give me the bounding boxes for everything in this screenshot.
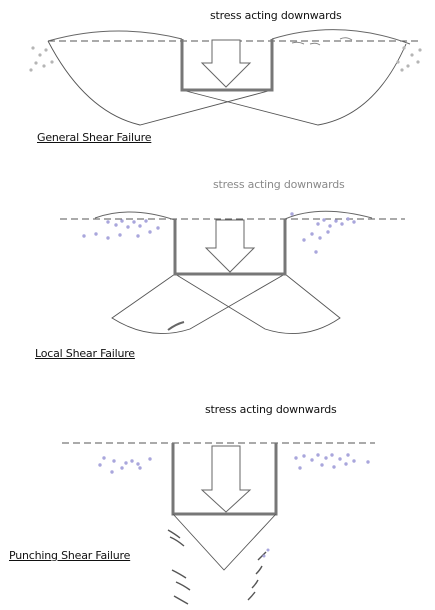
soil-particles-right-general	[396, 46, 422, 72]
soil-texture-right-general	[291, 37, 353, 46]
failure-surface-left-local	[111, 273, 286, 334]
footing-punching	[171, 443, 278, 516]
failure-surface-right-local	[174, 273, 341, 334]
shear-cracks-punching	[167, 529, 267, 605]
caption-punching-shear: Punching Shear Failure	[9, 549, 131, 562]
caption-local-shear: Local Shear Failure	[35, 347, 135, 360]
caption-general-shear: General Shear Failure	[37, 131, 152, 144]
footing-local	[173, 219, 287, 276]
soil-particles-right-punching	[294, 453, 370, 470]
heave-curve-left-general	[47, 30, 183, 42]
load-arrow-general	[200, 39, 252, 88]
stress-label-general: stress acting downwards	[210, 9, 342, 22]
heave-curve-right-general	[271, 29, 411, 45]
footing-general	[180, 39, 274, 92]
soil-particles-right-local	[290, 212, 356, 254]
soil-particles-left-punching	[98, 456, 152, 474]
heave-curve-left-local	[94, 211, 176, 221]
stress-label-local: stress acting downwards	[213, 178, 345, 191]
stress-label-punching: stress acting downwards	[205, 403, 337, 416]
failure-surface-left-general	[47, 40, 273, 126]
load-arrow-local	[204, 219, 256, 273]
load-arrow-punching	[200, 445, 252, 513]
soil-particles-left-general	[29, 46, 54, 72]
punching-wedge	[172, 513, 277, 571]
heave-curve-right-local	[284, 210, 373, 220]
shear-cracks-purple-punching	[262, 548, 270, 558]
crack-mark-local	[167, 321, 185, 331]
soil-particles-left-local	[82, 219, 160, 240]
